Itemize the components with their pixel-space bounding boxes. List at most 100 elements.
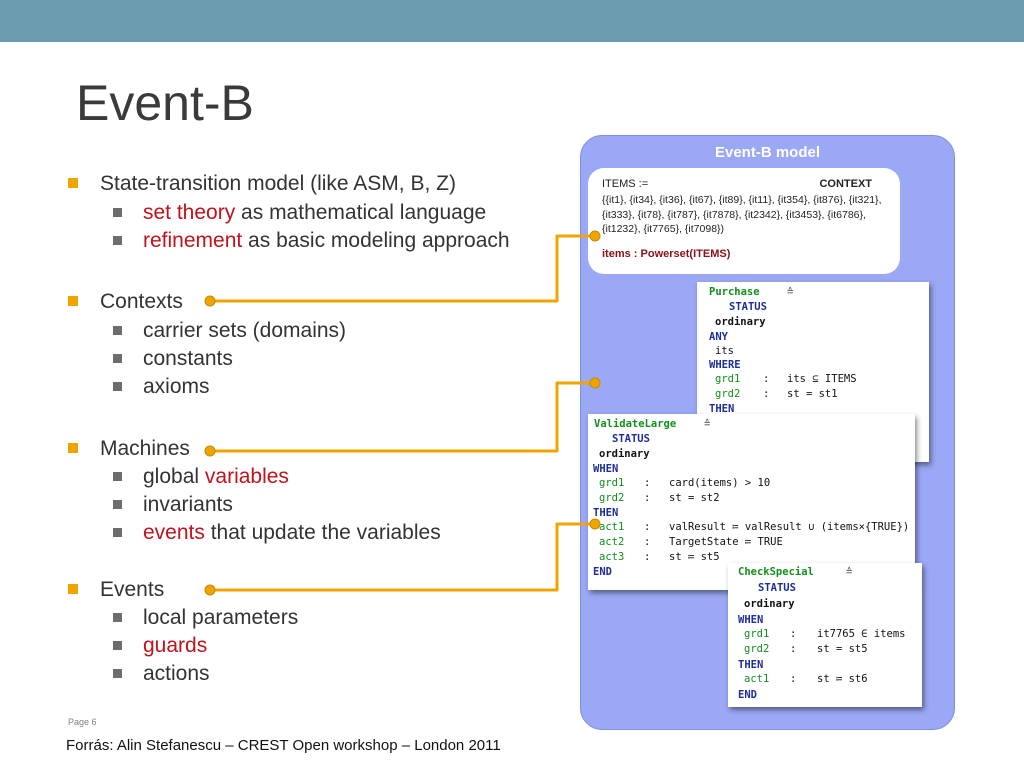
- definition-symbol: ≙: [787, 286, 794, 298]
- guard-label: grd2: [744, 643, 770, 655]
- context-label: CONTEXT: [819, 178, 872, 190]
- source-citation: Forrás: Alin Stefanescu – CREST Open wor…: [66, 737, 501, 754]
- separator: :: [644, 492, 651, 504]
- bullet-marker: [68, 443, 78, 453]
- connector-contexts: [210, 234, 594, 303]
- sub-bullet-marker: [113, 613, 122, 622]
- action-label: act2: [599, 536, 625, 548]
- bullet-marker: [68, 178, 78, 188]
- guard-label: grd2: [599, 492, 625, 504]
- bullet-events: Events: [68, 578, 165, 602]
- validate-large-event-card: ValidateLarge ≙ STATUS ordinary WHEN grd…: [588, 414, 915, 590]
- end-keyword: END: [593, 566, 612, 578]
- sub-bullet-constants: constants: [113, 347, 233, 371]
- guard-expression: it7765 ∈ items: [817, 628, 906, 640]
- bullet-text: Events: [100, 578, 165, 601]
- sub-bullet-marker: [113, 382, 122, 391]
- action-label: act3: [599, 551, 625, 563]
- then-keyword: THEN: [738, 659, 764, 671]
- bullet-text: actions: [143, 662, 210, 685]
- where-keyword: WHERE: [709, 359, 741, 371]
- connector-dot: [204, 445, 216, 457]
- sub-bullet-marker: [113, 472, 122, 481]
- bullet-text: as mathematical language: [235, 201, 487, 224]
- sub-bullet-marker: [113, 500, 122, 509]
- status-keyword: STATUS: [758, 582, 796, 594]
- event-name: Purchase: [709, 286, 760, 298]
- bullet-text: State-transition model (like ASM, B, Z): [100, 172, 456, 195]
- event-name: CheckSpecial: [738, 566, 814, 578]
- action-expression: st ≔ st5: [669, 551, 720, 563]
- check-special-event-card: CheckSpecial ≙ STATUS ordinary WHEN grd1…: [728, 563, 922, 707]
- sub-bullet-marker: [113, 641, 122, 650]
- definition-symbol: ≙: [846, 566, 853, 578]
- highlight-text: events: [143, 521, 205, 544]
- parameter: its: [715, 345, 734, 357]
- bullet-machines: Machines: [68, 437, 190, 461]
- bullet-marker: [68, 296, 78, 306]
- sub-bullet-set-theory: set theory as mathematical language: [113, 201, 487, 225]
- sub-bullet-carrier-sets: carrier sets (domains): [113, 319, 347, 343]
- then-keyword: THEN: [709, 403, 735, 415]
- action-label: act1: [599, 521, 625, 533]
- guard-label: grd1: [715, 373, 741, 385]
- status-value: ordinary: [599, 448, 650, 460]
- connector-events: [210, 522, 594, 592]
- sub-bullet-marker: [113, 326, 122, 335]
- highlight-text: set theory: [143, 201, 236, 224]
- bullet-contexts: Contexts: [68, 290, 183, 314]
- sub-bullet-events: events that update the variables: [113, 521, 441, 545]
- highlight-text: variables: [204, 465, 289, 488]
- status-value: ordinary: [744, 598, 795, 610]
- model-title: Event-B model: [714, 144, 820, 161]
- bullet-text: global: [143, 465, 205, 488]
- bullet-text: carrier sets (domains): [143, 319, 347, 342]
- when-keyword: WHEN: [593, 463, 619, 475]
- any-keyword: ANY: [709, 331, 728, 343]
- guard-expression: st = st1: [787, 388, 838, 400]
- guard-expression: its ⊆ ITEMS: [787, 373, 857, 385]
- bullet-text: Machines: [100, 437, 190, 460]
- items-axiom: items : Powerset(ITEMS): [602, 248, 731, 260]
- bullet-text: Contexts: [100, 290, 183, 313]
- guard-expression: st = st2: [669, 492, 720, 504]
- event-name: ValidateLarge: [594, 418, 677, 430]
- context-box: ITEMS := CONTEXT {{it1}, {it34}, {it36},…: [588, 168, 900, 274]
- sub-bullet-marker: [113, 236, 122, 245]
- when-keyword: WHEN: [738, 614, 764, 626]
- sub-bullet-marker: [113, 528, 122, 537]
- page-number: Page 6: [68, 717, 97, 727]
- separator: :: [790, 643, 797, 655]
- items-set-values: {{it1}, {it34}, {it36}, {it67}, {it89}, …: [602, 194, 882, 235]
- separator: :: [763, 373, 770, 385]
- guard-expression: st = st5: [817, 643, 868, 655]
- guard-label: grd1: [744, 628, 770, 640]
- then-keyword: THEN: [593, 507, 619, 519]
- sub-bullet-local-parameters: local parameters: [113, 606, 299, 630]
- connector-dot: [204, 295, 216, 307]
- connector-dot: [204, 584, 216, 596]
- separator: :: [790, 628, 797, 640]
- sub-bullet-marker: [113, 208, 122, 217]
- connector-machines: [210, 381, 594, 453]
- sub-bullet-refinement: refinement as basic modeling approach: [113, 229, 510, 253]
- sub-bullet-variables: global variables: [113, 465, 289, 489]
- guard-label: grd2: [715, 388, 741, 400]
- separator: :: [644, 477, 651, 489]
- bullet-text: invariants: [143, 493, 233, 516]
- status-keyword: STATUS: [612, 433, 650, 445]
- connector-dot: [589, 518, 601, 530]
- sub-bullet-invariants: invariants: [113, 493, 233, 517]
- bullet-text: that update the variables: [204, 521, 441, 544]
- connector-dot: [589, 377, 601, 389]
- action-label: act1: [744, 673, 770, 685]
- guard-label: grd1: [599, 477, 625, 489]
- bullet-text: local parameters: [143, 606, 299, 629]
- bullet-text: as basic modeling approach: [242, 229, 510, 252]
- sub-bullet-actions: actions: [113, 662, 210, 686]
- separator: :: [644, 551, 651, 563]
- items-declaration: ITEMS :=: [602, 178, 649, 190]
- bullet-marker: [68, 584, 78, 594]
- connector-dot: [589, 230, 601, 242]
